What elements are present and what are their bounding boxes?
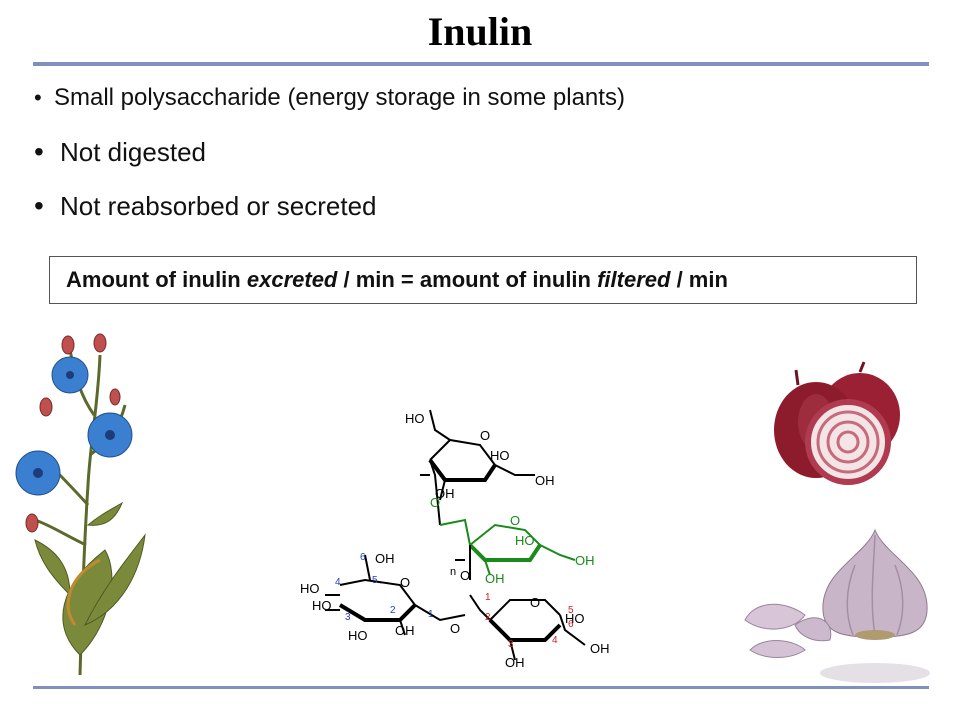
svg-text:HO: HO: [565, 611, 585, 626]
svg-text:3: 3: [508, 639, 514, 650]
svg-text:OH: OH: [535, 473, 555, 488]
svg-text:OH: OH: [395, 623, 415, 638]
svg-text:O: O: [530, 595, 540, 610]
bullet-dot-icon: •: [34, 136, 44, 167]
svg-text:O: O: [460, 568, 470, 583]
svg-text:4: 4: [335, 577, 341, 588]
inulin-structure-diagram: HO O HO OH OH O n OH O HO HO HO OH O O H…: [300, 409, 610, 670]
svg-text:1: 1: [428, 609, 434, 620]
filtered-term: filtered: [597, 267, 671, 292]
svg-text:OH: OH: [590, 641, 610, 656]
garlic-image: [744, 528, 930, 683]
svg-text:HO: HO: [490, 448, 510, 463]
svg-text:2: 2: [390, 605, 396, 616]
bullet-text: Small polysaccharide (energy storage in …: [54, 84, 625, 111]
svg-text:6: 6: [568, 619, 574, 630]
svg-text:O: O: [430, 495, 440, 510]
svg-text:6: 6: [360, 552, 366, 563]
chicory-plant-image: [15, 333, 146, 676]
svg-text:O: O: [510, 513, 520, 528]
svg-text:HO: HO: [348, 628, 368, 643]
red-onion-image: [774, 361, 900, 485]
bullet-dot-icon: •: [34, 85, 42, 110]
svg-text:HO: HO: [515, 533, 535, 548]
svg-text:n: n: [450, 566, 456, 578]
svg-text:O: O: [400, 575, 410, 590]
svg-text:OH: OH: [575, 553, 595, 568]
bullet-text: Not digested: [60, 137, 206, 167]
footer-divider: [33, 686, 929, 689]
svg-text:HO: HO: [312, 598, 332, 613]
svg-text:1: 1: [485, 592, 491, 603]
svg-text:O: O: [450, 621, 460, 636]
svg-text:O: O: [480, 428, 490, 443]
bullet-item: • Small polysaccharide (energy storage in…: [34, 84, 625, 112]
bullet-text: Not reabsorbed or secreted: [60, 191, 377, 221]
svg-text:OH: OH: [435, 486, 455, 501]
svg-text:2: 2: [485, 612, 491, 623]
clearance-formula-box: Amount of inulin excreted / min = amount…: [49, 256, 917, 304]
svg-text:3: 3: [345, 612, 351, 623]
bullet-item: • Not digested: [34, 136, 206, 168]
svg-text:5: 5: [568, 605, 574, 616]
excreted-term: excreted: [246, 267, 338, 292]
bullet-item: • Not reabsorbed or secreted: [34, 190, 377, 222]
bullet-dot-icon: •: [34, 190, 44, 221]
svg-text:OH: OH: [485, 571, 505, 586]
svg-text:4: 4: [552, 635, 558, 646]
title-divider: [33, 62, 929, 66]
svg-text:OH: OH: [375, 551, 395, 566]
svg-text:HO: HO: [405, 411, 425, 426]
svg-text:5: 5: [372, 575, 378, 586]
svg-text:HO: HO: [300, 581, 320, 596]
svg-text:OH: OH: [505, 655, 525, 670]
slide-title: Inulin: [427, 9, 533, 54]
